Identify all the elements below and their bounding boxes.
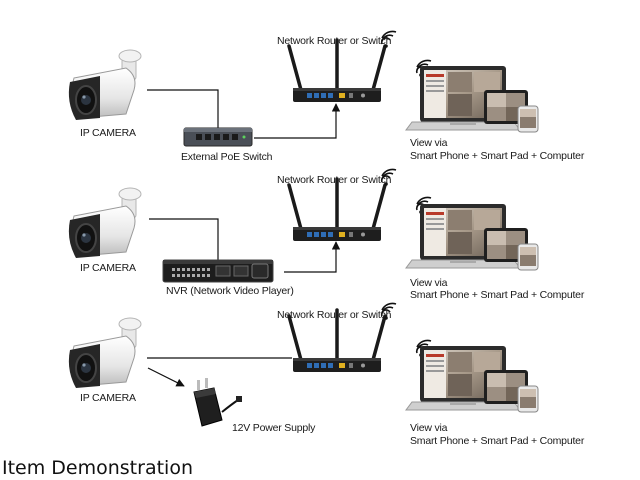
middle-device-label: NVR (Network Video Player) bbox=[166, 285, 294, 297]
router-icon bbox=[287, 177, 387, 243]
view-devices-label: Smart Phone + Smart Pad + Computer bbox=[410, 289, 585, 301]
cable-switch-to-router bbox=[254, 103, 341, 139]
router-label: Network Router or Switch bbox=[277, 35, 392, 47]
router-icon bbox=[287, 38, 387, 104]
scenario-3 bbox=[67, 302, 539, 427]
view-via-label: View via bbox=[410, 277, 448, 289]
ip-camera-icon bbox=[67, 317, 142, 389]
poe-switch-icon bbox=[183, 127, 253, 147]
camera-label: IP CAMERA bbox=[80, 262, 136, 274]
scenario-1 bbox=[67, 30, 539, 147]
ip-camera-icon bbox=[67, 49, 142, 121]
view-via-label: View via bbox=[410, 137, 448, 149]
middle-device-label: 12V Power Supply bbox=[232, 422, 316, 434]
image-caption: Item Demonstration bbox=[2, 457, 193, 479]
cable-nvr-to-router bbox=[284, 241, 341, 273]
viewing-devices-icon bbox=[405, 65, 539, 133]
viewing-devices-icon bbox=[405, 345, 539, 413]
ip-camera-icon bbox=[67, 187, 142, 259]
viewing-devices-icon bbox=[405, 203, 539, 271]
view-devices-label: Smart Phone + Smart Pad + Computer bbox=[410, 150, 585, 162]
power-adapter-icon bbox=[193, 378, 242, 427]
router-label: Network Router or Switch bbox=[277, 174, 392, 186]
router-label: Network Router or Switch bbox=[277, 309, 392, 321]
cable-camera-to-nvr bbox=[149, 218, 219, 260]
nvr-icon bbox=[162, 259, 274, 283]
camera-label: IP CAMERA bbox=[80, 392, 136, 404]
cable-camera-to-switch bbox=[147, 89, 219, 128]
power-arrow bbox=[147, 367, 185, 387]
view-via-label: View via bbox=[410, 422, 448, 434]
scenario-2 bbox=[67, 168, 539, 283]
camera-label: IP CAMERA bbox=[80, 127, 136, 139]
middle-device-label: External PoE Switch bbox=[181, 151, 273, 163]
view-devices-label: Smart Phone + Smart Pad + Computer bbox=[410, 435, 585, 447]
